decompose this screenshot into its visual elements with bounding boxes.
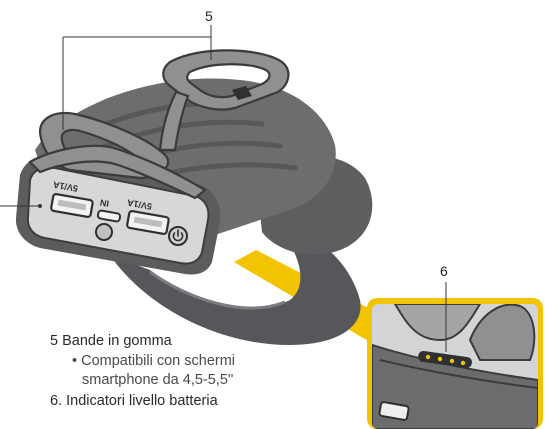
battery-leds <box>425 354 466 366</box>
legend-item-5-title: 5 Bande in gomma <box>50 333 172 349</box>
brand-mark <box>232 86 252 100</box>
usb-port-left-tongue <box>57 199 87 211</box>
port-label-in: IN <box>99 197 110 208</box>
inset-detail <box>372 304 538 429</box>
callout-5-leader <box>62 25 212 130</box>
round-button <box>95 223 113 241</box>
power-icon <box>172 229 184 242</box>
battery-led-indicator <box>418 350 472 369</box>
legend-item-6-title: 6. Indicatori livello batteria <box>50 393 218 409</box>
lower-strap-highlight <box>149 270 286 310</box>
micro-usb-in <box>96 209 122 223</box>
port-label-out-right: 5V/1A <box>126 197 153 211</box>
callout-6-number: 6 <box>440 263 448 279</box>
rubber-bands <box>28 49 290 200</box>
legend-item-5-detail-line2: smartphone da 4,5-5,5'' <box>82 372 234 388</box>
callout-5-number: 5 <box>205 8 213 24</box>
port-label-out-left: 5V/1A <box>52 179 79 193</box>
usb-port-right-tongue <box>133 216 163 228</box>
legend-item-5-detail-line1: • Compatibili con schermi <box>72 353 236 369</box>
